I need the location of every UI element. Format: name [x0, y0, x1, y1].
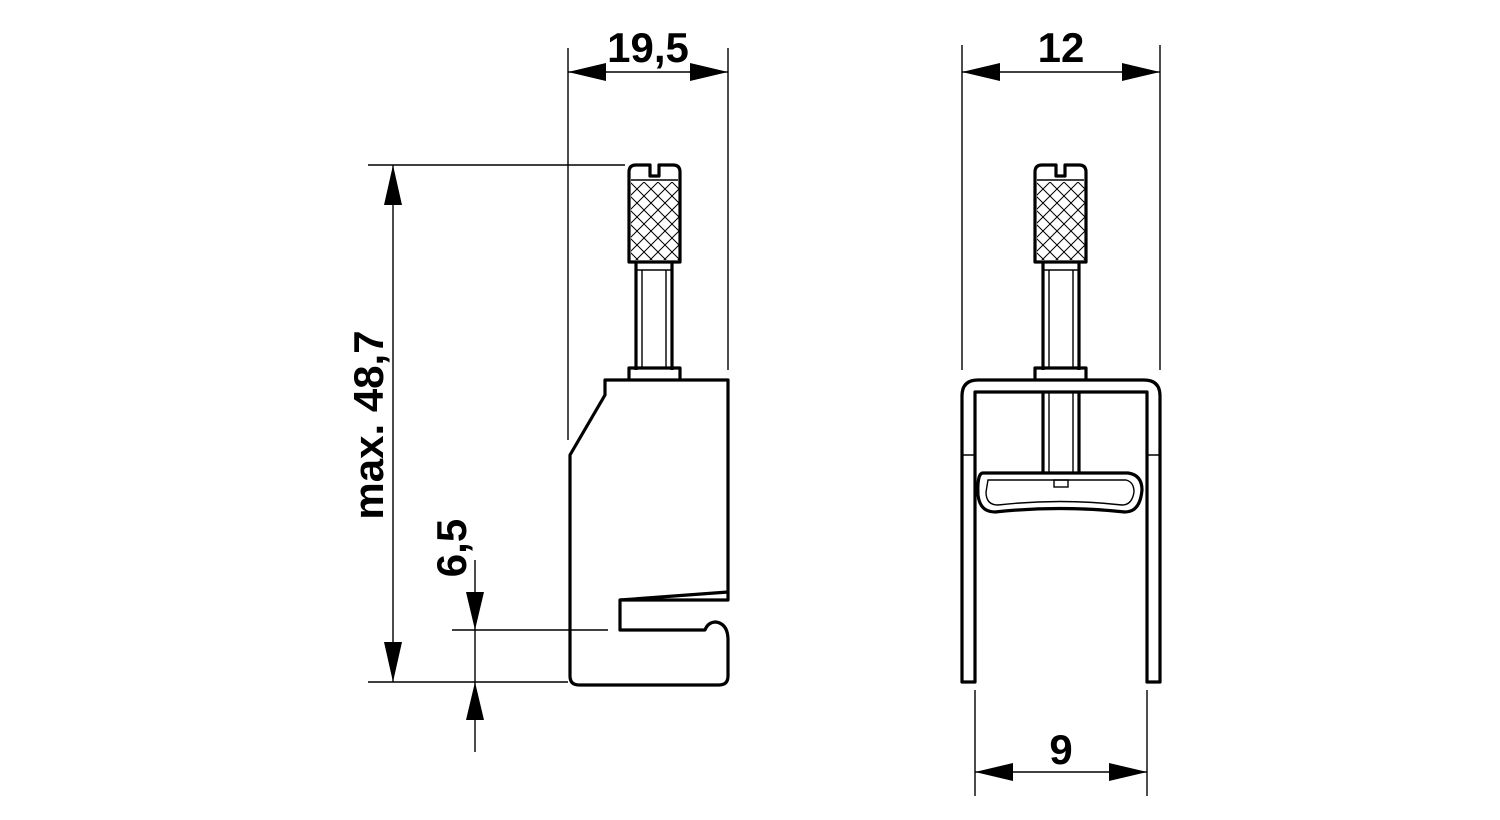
dimension-label-width: 19,5 — [607, 24, 689, 71]
dimension-6-5: 6,5 — [428, 519, 608, 752]
side-view: 19,5 max. 48,7 6,5 — [345, 24, 730, 752]
dimension-19-5: 19,5 — [567, 24, 729, 440]
dimension-max-48-7: max. 48,7 — [345, 164, 625, 683]
dimension-label-leg-spacing: 9 — [1049, 726, 1072, 773]
dimension-label-slot: 6,5 — [428, 519, 475, 577]
dimension-label-front-width: 12 — [1038, 24, 1085, 71]
side-screw — [627, 163, 682, 380]
front-view: 12 9 — [960, 24, 1162, 796]
dimension-9: 9 — [974, 690, 1148, 796]
dimension-12: 12 — [961, 24, 1161, 370]
front-bracket — [960, 378, 1162, 684]
dimension-label-height: max. 48,7 — [345, 330, 392, 519]
front-screw — [1033, 163, 1088, 473]
front-clamp-plate — [976, 471, 1144, 514]
side-body — [568, 378, 730, 687]
